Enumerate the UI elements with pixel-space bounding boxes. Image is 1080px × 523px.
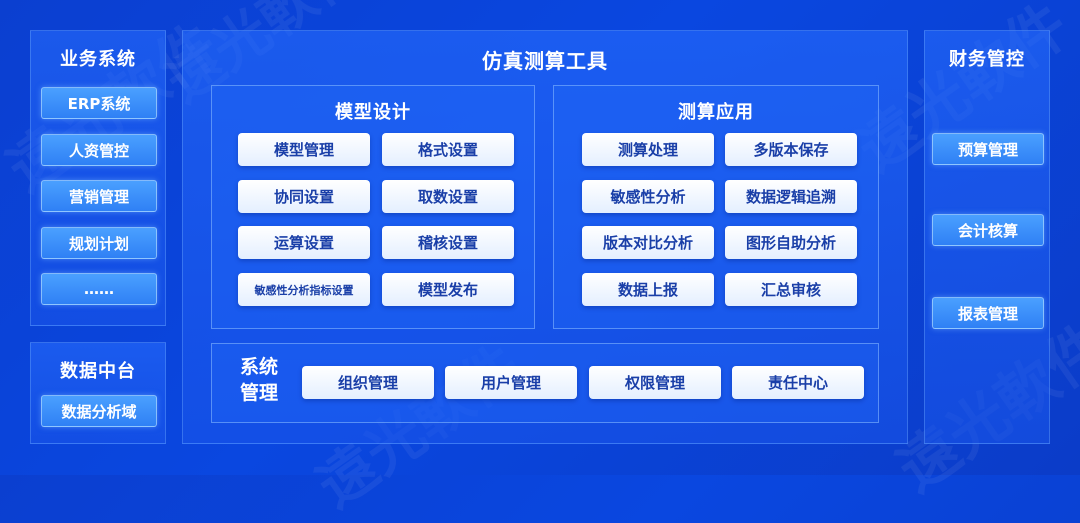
calculation-application-title: 测算应用 <box>678 102 754 123</box>
summary-review-button[interactable]: 汇总审核 <box>725 273 857 306</box>
sensitivity-analysis-button[interactable]: 敏感性分析 <box>582 180 714 213</box>
version-compare-button[interactable]: 版本对比分析 <box>582 226 714 259</box>
audit-settings-button[interactable]: 稽核设置 <box>382 226 514 259</box>
permission-management-button[interactable]: 权限管理 <box>589 366 721 399</box>
hr-control-button[interactable]: 人资管控 <box>41 134 157 166</box>
simulation-tool-panel: 仿真测算工具 模型设计 模型管理 格式设置 协同设置 取数设置 运算设置 稽核设… <box>182 30 908 444</box>
erp-system-button[interactable]: ERP系统 <box>41 87 157 119</box>
calculation-application-section: 测算应用 测算处理 多版本保存 敏感性分析 数据逻辑追溯 版本对比分析 图形自助… <box>553 85 879 329</box>
more-button[interactable]: …… <box>41 273 157 305</box>
data-platform-panel: 数据中台 数据分析域 <box>30 342 166 444</box>
model-design-section: 模型设计 模型管理 格式设置 协同设置 取数设置 运算设置 稽核设置 敏感性分析… <box>211 85 535 329</box>
data-platform-title: 数据中台 <box>60 361 136 382</box>
marketing-management-button[interactable]: 营销管理 <box>41 180 157 212</box>
finance-control-title: 财务管控 <box>949 49 1025 70</box>
collaboration-settings-button[interactable]: 协同设置 <box>238 180 370 213</box>
sensitivity-indicator-settings-button[interactable]: 敏感性分析指标设置 <box>238 273 370 306</box>
business-systems-panel: 业务系统 ERP系统 人资管控 营销管理 规划计划 …… <box>30 30 166 326</box>
data-fetch-settings-button[interactable]: 取数设置 <box>382 180 514 213</box>
simulation-tool-title: 仿真测算工具 <box>482 49 608 73</box>
calculation-processing-button[interactable]: 测算处理 <box>582 133 714 166</box>
organization-management-button[interactable]: 组织管理 <box>302 366 434 399</box>
user-management-button[interactable]: 用户管理 <box>445 366 577 399</box>
responsibility-center-button[interactable]: 责任中心 <box>732 366 864 399</box>
calculation-settings-button[interactable]: 运算设置 <box>238 226 370 259</box>
data-report-button[interactable]: 数据上报 <box>582 273 714 306</box>
planning-button[interactable]: 规划计划 <box>41 227 157 259</box>
accounting-button[interactable]: 会计核算 <box>932 214 1044 246</box>
system-management-section: 系统 管理 组织管理 用户管理 权限管理 责任中心 <box>211 343 879 423</box>
format-settings-button[interactable]: 格式设置 <box>382 133 514 166</box>
system-management-title-line2: 管理 <box>239 382 278 404</box>
finance-control-panel: 财务管控 预算管理 会计核算 报表管理 <box>924 30 1050 444</box>
model-management-button[interactable]: 模型管理 <box>238 133 370 166</box>
graphic-self-analysis-button[interactable]: 图形自助分析 <box>725 226 857 259</box>
system-management-title-line1: 系统 <box>239 356 278 378</box>
budget-management-button[interactable]: 预算管理 <box>932 133 1044 165</box>
multi-version-save-button[interactable]: 多版本保存 <box>725 133 857 166</box>
data-analysis-domain-button[interactable]: 数据分析域 <box>41 395 157 427</box>
report-management-button[interactable]: 报表管理 <box>932 297 1044 329</box>
data-logic-trace-button[interactable]: 数据逻辑追溯 <box>725 180 857 213</box>
model-design-title: 模型设计 <box>335 102 411 123</box>
business-systems-title: 业务系统 <box>60 49 136 70</box>
model-publish-button[interactable]: 模型发布 <box>382 273 514 306</box>
system-management-title: 系统 管理 <box>232 354 286 406</box>
